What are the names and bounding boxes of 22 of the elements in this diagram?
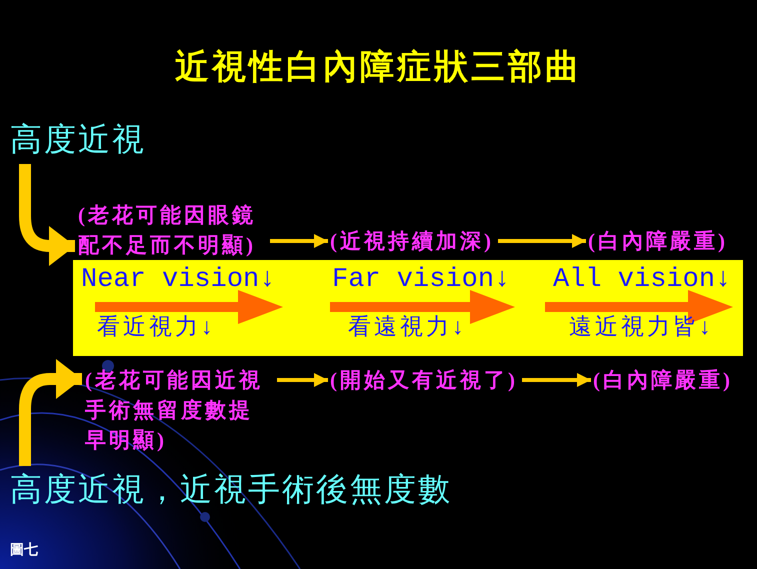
- figure-number: 圖七: [10, 541, 38, 559]
- english-label: All vision↓: [553, 265, 732, 295]
- slide-title: 近視性白內障症狀三部曲: [174, 48, 583, 88]
- note-text: (白內障嚴重): [588, 226, 728, 256]
- note-text: (老花可能因眼鏡配不足而不明顯): [78, 200, 266, 260]
- arrow: [498, 234, 586, 248]
- heading-text: 高度近視: [10, 118, 146, 162]
- english-label: Far vision↓: [332, 265, 510, 295]
- curved-arrow: [19, 164, 75, 266]
- english-label: Near vision↓: [81, 265, 276, 295]
- curved-arrow: [19, 359, 82, 466]
- arrow: [270, 234, 328, 248]
- arrow: [522, 373, 591, 387]
- note-text: (白內障嚴重): [593, 365, 733, 395]
- highlight-band: [73, 260, 743, 356]
- chinese-label: 看近視力↓: [97, 313, 216, 341]
- note-text: (近視持續加深): [330, 226, 494, 256]
- chinese-label: 遠近視力皆↓: [569, 313, 714, 341]
- chinese-label: 看遠視力↓: [348, 313, 468, 341]
- arrow: [277, 373, 328, 387]
- note-text: (開始又有近視了): [330, 365, 518, 395]
- heading-text: 高度近視，近視手術後無度數: [10, 468, 452, 512]
